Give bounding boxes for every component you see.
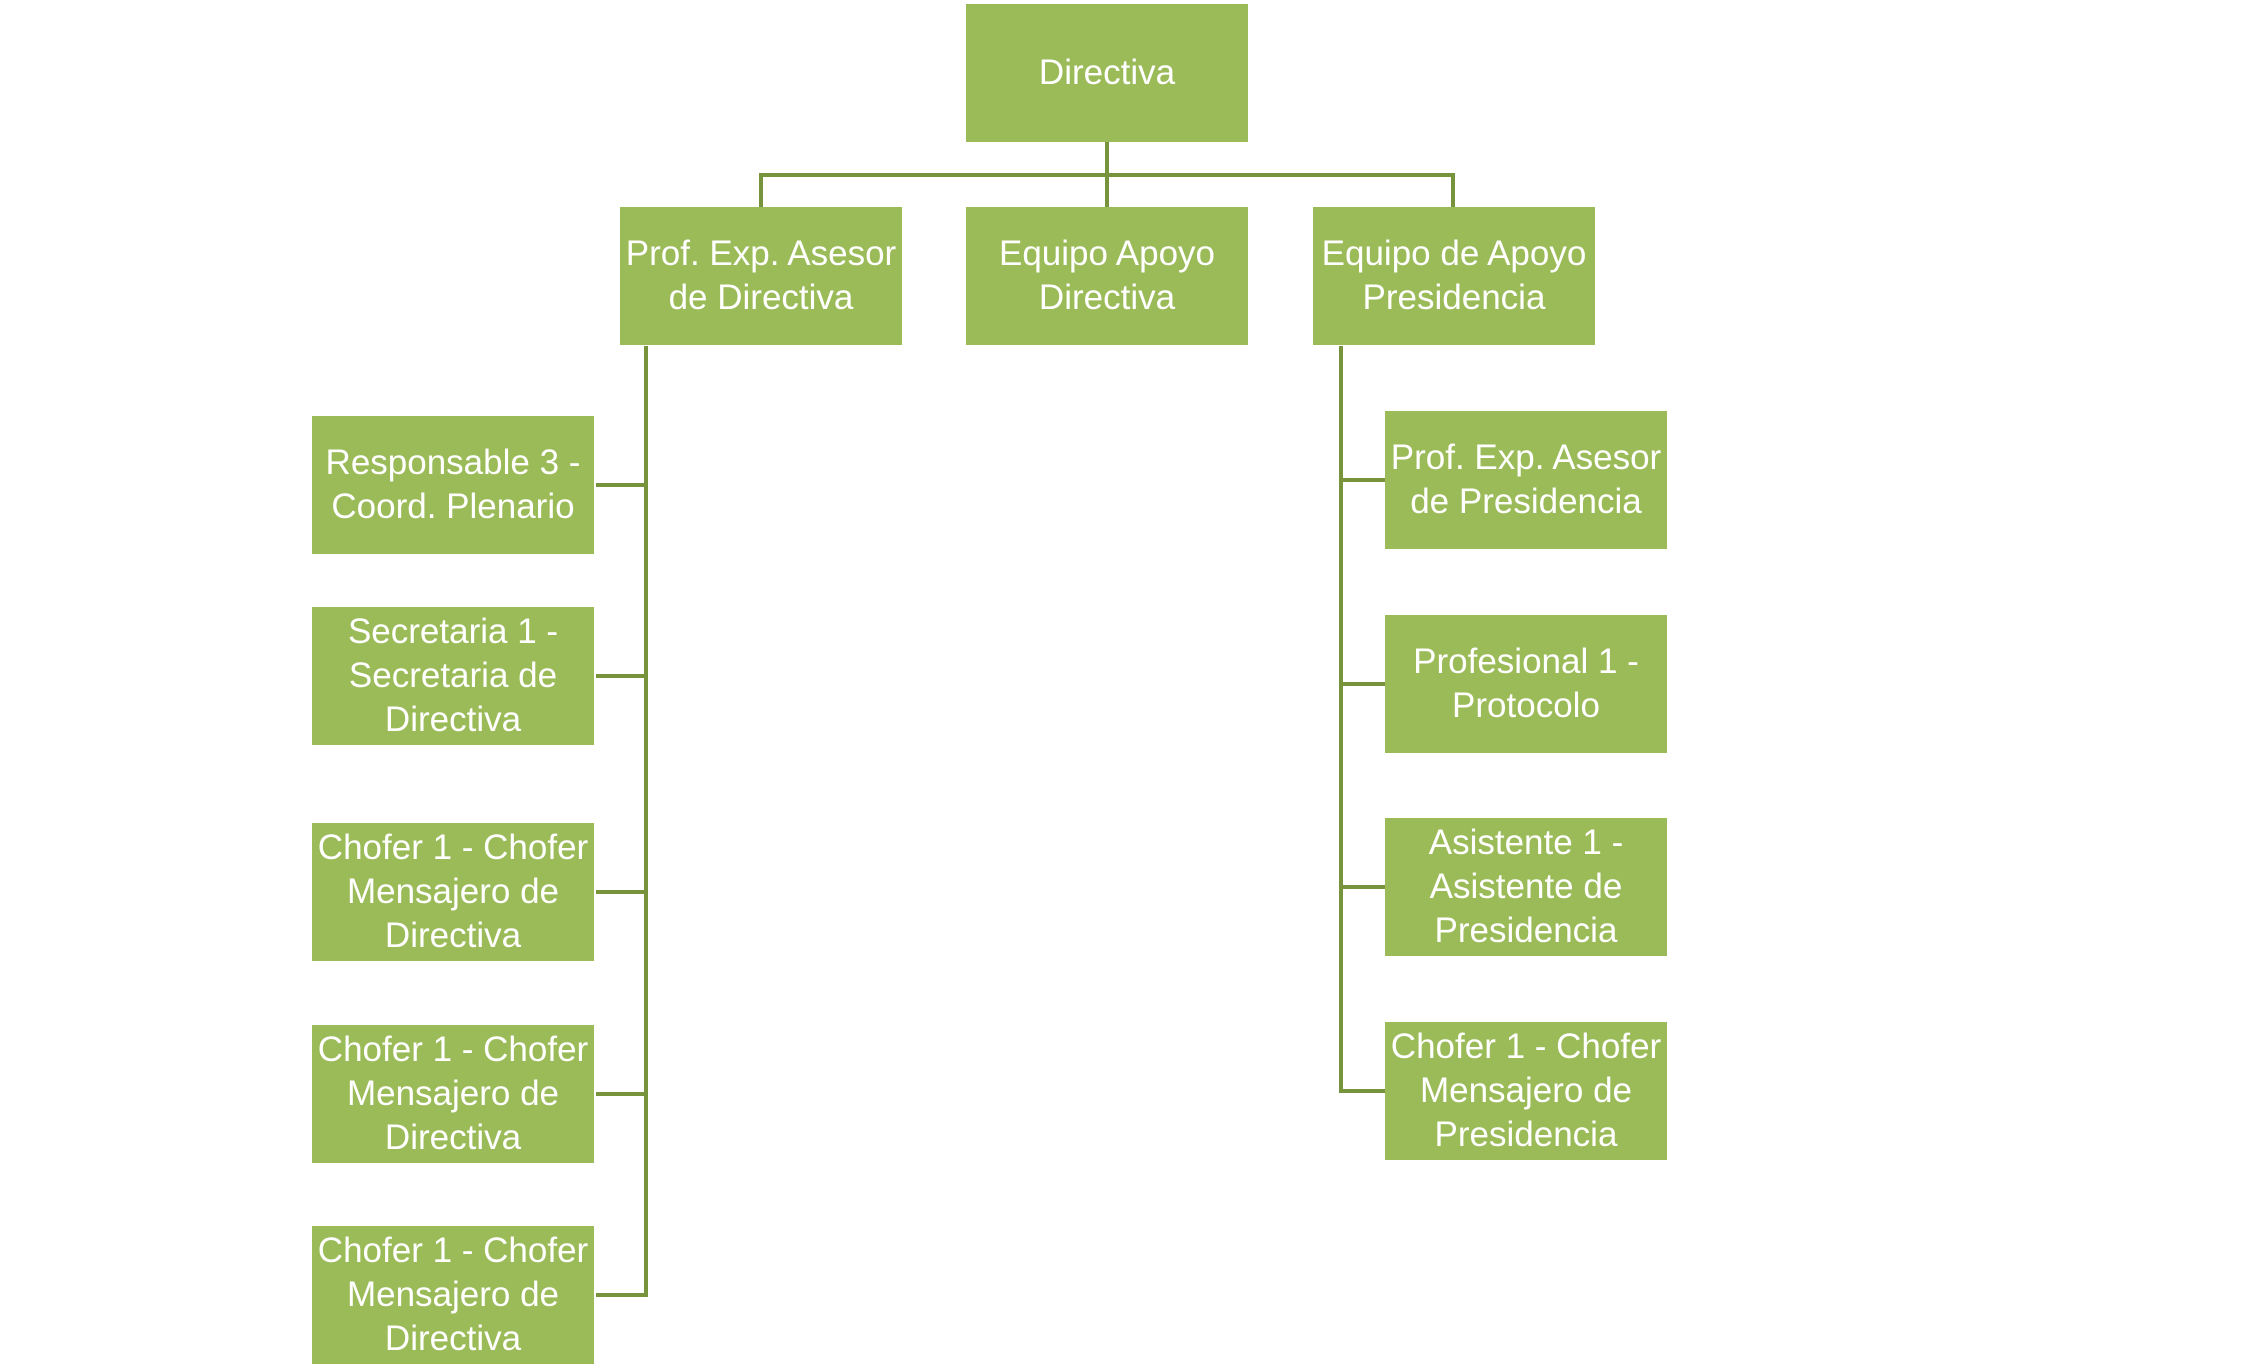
node-directiva: Directiva (966, 4, 1248, 142)
node-prof-exp-asesor-presidencia: Prof. Exp. Asesor de Presidencia (1385, 411, 1667, 549)
node-chofer-presidencia: Chofer 1 - Chofer Mensajero de Presidenc… (1385, 1022, 1667, 1160)
node-asistente-presidencia: Asistente 1 - Asistente de Presidencia (1385, 818, 1667, 956)
node-profesional-protocolo: Profesional 1 - Protocolo (1385, 615, 1667, 753)
node-prof-exp-asesor-directiva: Prof. Exp. Asesor de Directiva (620, 207, 902, 345)
node-secretaria-directiva: Secretaria 1 - Secretaria de Directiva (312, 607, 594, 745)
node-chofer-directiva-3: Chofer 1 - Chofer Mensajero de Directiva (312, 1226, 594, 1364)
node-responsable-coord-plenario: Responsable 3 - Coord. Plenario (312, 416, 594, 554)
node-equipo-apoyo-directiva: Equipo Apoyo Directiva (966, 207, 1248, 345)
node-chofer-directiva-2: Chofer 1 - Chofer Mensajero de Directiva (312, 1025, 594, 1163)
node-equipo-apoyo-presidencia: Equipo de Apoyo Presidencia (1313, 207, 1595, 345)
node-chofer-directiva-1: Chofer 1 - Chofer Mensajero de Directiva (312, 823, 594, 961)
